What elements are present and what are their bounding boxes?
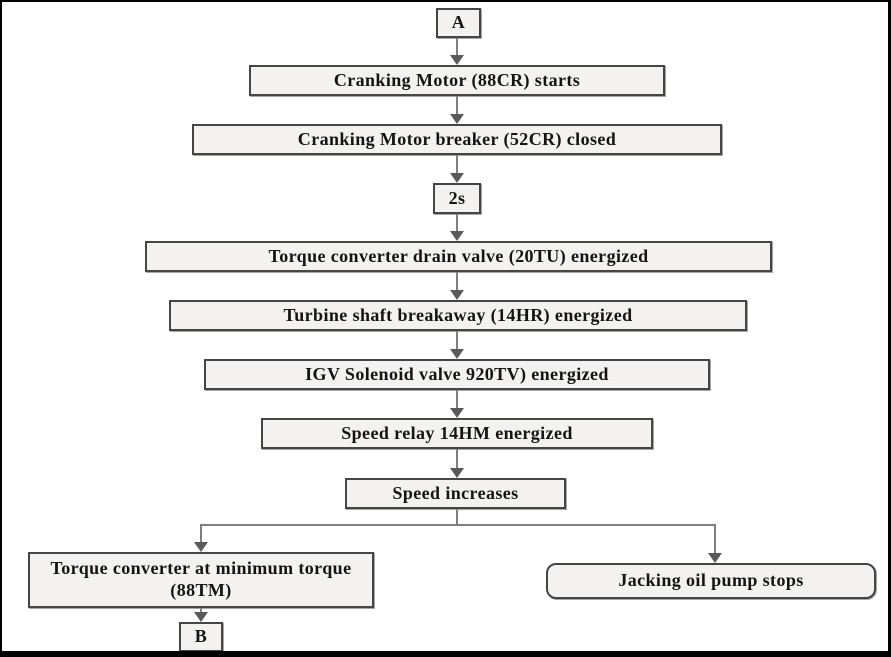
arrowhead-down-icon: [450, 114, 464, 124]
connector-line: [456, 38, 458, 56]
connector-line: [456, 390, 458, 408]
node-speed-increases: Speed increases: [345, 478, 566, 509]
connector-branch-bar: [200, 524, 716, 526]
node-connector-a: A: [436, 8, 481, 38]
arrowhead-down-icon: [450, 173, 464, 183]
connector-line: [456, 155, 458, 173]
node-torque-converter-min: Torque converter at minimum torque (88TM…: [28, 552, 374, 608]
node-igv-solenoid-energized: IGV Solenoid valve 920TV) energized: [204, 359, 710, 390]
connector-line: [200, 524, 202, 542]
arrowhead-down-icon: [194, 542, 208, 552]
node-shaft-breakaway-energized: Turbine shaft breakaway (14HR) energized: [169, 300, 747, 331]
node-cranking-motor-starts: Cranking Motor (88CR) starts: [249, 65, 665, 96]
arrowhead-down-icon: [450, 290, 464, 300]
arrowhead-down-icon: [708, 553, 722, 563]
node-cranking-breaker-closed: Cranking Motor breaker (52CR) closed: [192, 124, 722, 155]
arrowhead-down-icon: [450, 55, 464, 65]
arrowhead-down-icon: [194, 612, 208, 622]
node-connector-b: B: [179, 622, 223, 651]
node-drain-valve-energized: Torque converter drain valve (20TU) ener…: [145, 241, 772, 272]
node-delay-2s: 2s: [433, 183, 481, 214]
connector-line: [200, 608, 202, 613]
node-speed-relay-energized: Speed relay 14HM energized: [261, 418, 653, 449]
connector-line: [456, 96, 458, 114]
connector-line: [714, 524, 716, 553]
arrowhead-down-icon: [450, 349, 464, 359]
arrowhead-down-icon: [450, 468, 464, 478]
arrowhead-down-icon: [450, 231, 464, 241]
connector-line: [456, 272, 458, 290]
connector-line: [456, 449, 458, 468]
connector-line: [456, 509, 458, 526]
connector-line: [456, 331, 458, 349]
connector-line: [456, 214, 458, 231]
node-jacking-oil-pump-stops: Jacking oil pump stops: [546, 563, 876, 599]
arrowhead-down-icon: [450, 408, 464, 418]
